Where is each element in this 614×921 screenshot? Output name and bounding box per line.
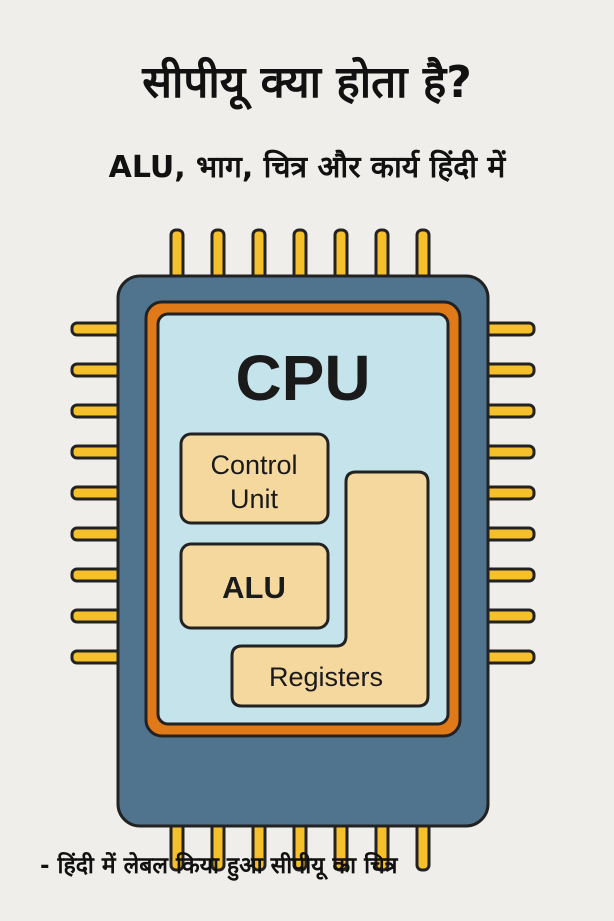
control-unit-label-line-2: Unit bbox=[230, 484, 279, 514]
footer-caption: - हिंदी में लेबल किया हुआ सीपीयू का चित्… bbox=[40, 853, 398, 879]
control-unit-block bbox=[179, 432, 330, 525]
registers-block bbox=[230, 470, 430, 708]
registers-label: Registers bbox=[269, 662, 383, 692]
alu-block bbox=[179, 542, 330, 630]
control-unit-label-line-1: Control bbox=[210, 450, 297, 480]
page-title: सीपीयू क्या होता है? bbox=[142, 57, 472, 108]
chip-cpu-label: CPU bbox=[235, 342, 370, 414]
alu-label: ALU bbox=[222, 570, 286, 605]
chip-pins bbox=[70, 228, 536, 872]
page-subtitle: ALU, भाग, चित्र और कार्य हिंदी में bbox=[108, 150, 506, 185]
